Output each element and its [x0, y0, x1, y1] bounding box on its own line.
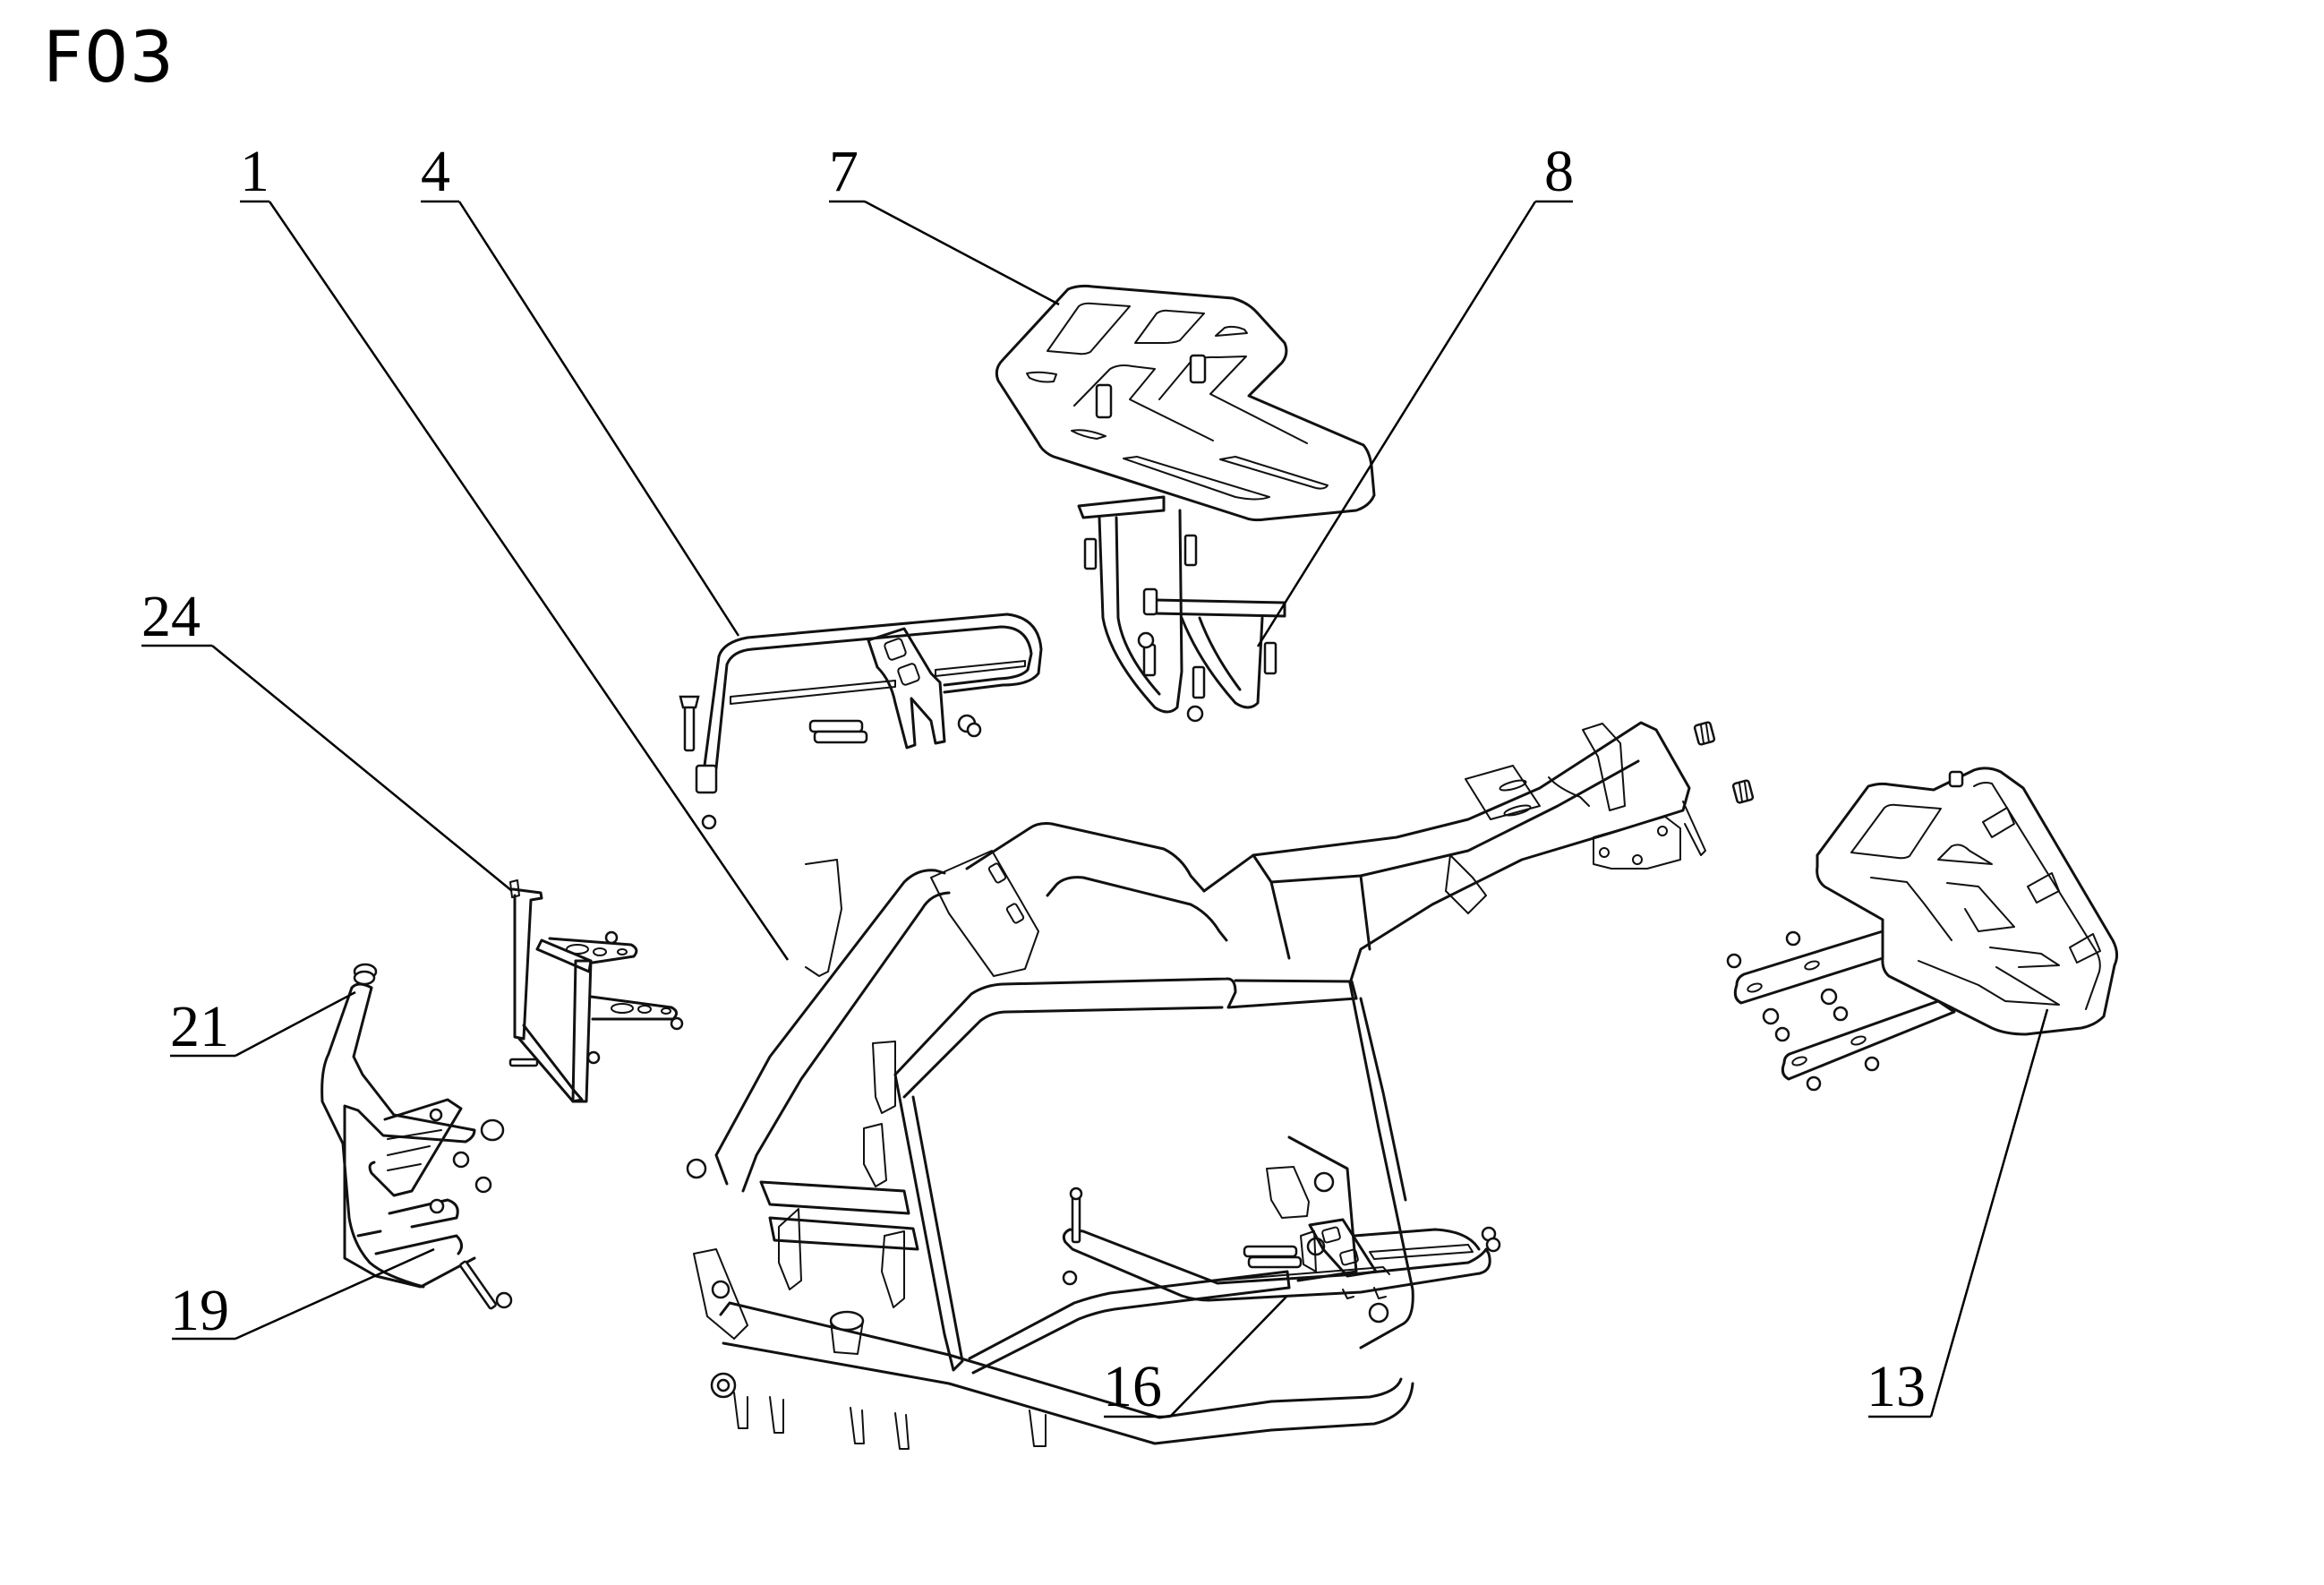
page-title: F03: [43, 18, 175, 99]
callout-label: 4: [421, 139, 450, 204]
callout-label: 21: [170, 994, 229, 1059]
leader-line: [1169, 1296, 1287, 1418]
front-step-bar[interactable]: [679, 613, 1043, 830]
callout-19[interactable]: 19: [170, 1247, 435, 1343]
callout-label: 7: [829, 139, 859, 204]
leader-line: [211, 645, 513, 892]
callout-label: 1: [240, 139, 269, 204]
callout-24[interactable]: 24: [141, 584, 513, 892]
callout-21[interactable]: 21: [170, 990, 356, 1059]
leader-line: [457, 201, 740, 637]
leader-line: [1929, 1008, 2049, 1418]
callout-layer: 1 4 7 8 24 21 19 16 13: [141, 139, 2049, 1419]
callout-label: 16: [1103, 1354, 1162, 1419]
front-bumper[interactable]: [320, 982, 513, 1310]
callout-13[interactable]: 13: [1867, 1008, 2049, 1419]
front-bracket[interactable]: [508, 879, 684, 1103]
callout-16[interactable]: 16: [1103, 1296, 1287, 1419]
tube-end-cap[interactable]: [353, 963, 505, 1142]
footrest-bar[interactable]: [1062, 1166, 1501, 1302]
callout-7[interactable]: 7: [829, 139, 1060, 306]
leader-line: [1256, 201, 1537, 647]
main-frame[interactable]: [686, 721, 1706, 1450]
callout-1[interactable]: 1: [240, 139, 790, 961]
callout-8[interactable]: 8: [1256, 139, 1574, 647]
leader-line: [864, 200, 1060, 306]
callout-4[interactable]: 4: [421, 139, 740, 637]
rear-frame-bushings[interactable]: [1693, 721, 1755, 804]
front-rack-bracket[interactable]: [1077, 495, 1286, 723]
rear-rack[interactable]: [1726, 767, 2119, 1092]
callout-label: 24: [141, 584, 201, 649]
callout-label: 13: [1867, 1354, 1926, 1419]
leader-line: [235, 990, 356, 1058]
callout-label: 19: [170, 1278, 229, 1343]
leader-line: [235, 1247, 435, 1341]
callout-label: 8: [1544, 139, 1574, 204]
leader-line: [268, 201, 790, 961]
front-rack[interactable]: [995, 284, 1376, 522]
